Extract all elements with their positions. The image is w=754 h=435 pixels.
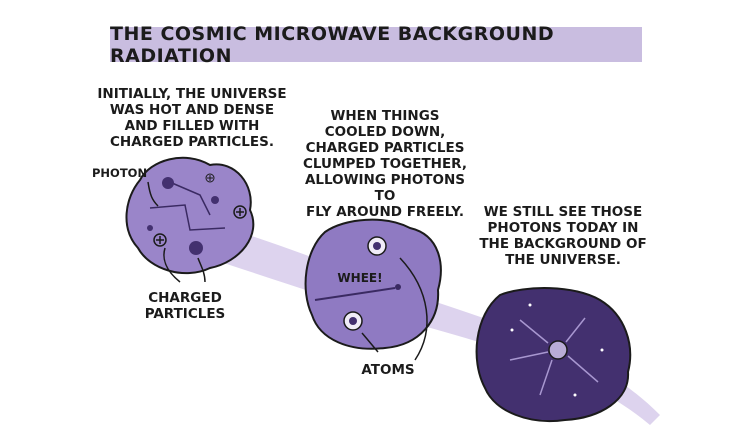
label-charged-particles: CHARGED PARTICLES (144, 290, 226, 322)
charged-particle (211, 196, 219, 204)
label-whee: WHEE! (337, 271, 383, 285)
positive-charge (205, 173, 215, 183)
diagram-title: THE COSMIC MICROWAVE BACKGROUND RADIATIO… (110, 22, 555, 67)
cooled-universe-blob (304, 218, 442, 350)
atom-icon (343, 311, 363, 331)
charged-particle (189, 241, 203, 255)
charged-particles-pointer-arrow (163, 247, 181, 283)
today-universe-blob (475, 287, 632, 422)
label-atoms: ATOMS (361, 362, 415, 378)
caption-cooled-universe: WHEN THINGS COOLED DOWN, CHARGED PARTICL… (303, 108, 467, 220)
positive-charge (233, 205, 247, 219)
atoms-pointer-arrow (361, 332, 379, 353)
charged-particle (162, 177, 174, 189)
atom-icon (367, 236, 387, 256)
charged-particles-pointer-arrow (197, 257, 206, 283)
photon-path (149, 204, 226, 231)
photon-pointer-arrow (147, 181, 159, 207)
atoms-pointer-arrow (399, 257, 428, 361)
positive-charge (153, 233, 167, 247)
caption-early-universe: INITIALLY, THE UNIVERSE WAS HOT AND DENS… (97, 86, 287, 150)
label-photon: PHOTON (92, 166, 148, 180)
charged-particle (147, 225, 153, 231)
photon-trail (314, 287, 396, 301)
title-banner: THE COSMIC MICROWAVE BACKGROUND RADIATIO… (110, 23, 642, 67)
early-universe-blob (125, 156, 255, 275)
caption-universe-today: WE STILL SEE THOSE PHOTONS TODAY IN THE … (479, 204, 647, 268)
